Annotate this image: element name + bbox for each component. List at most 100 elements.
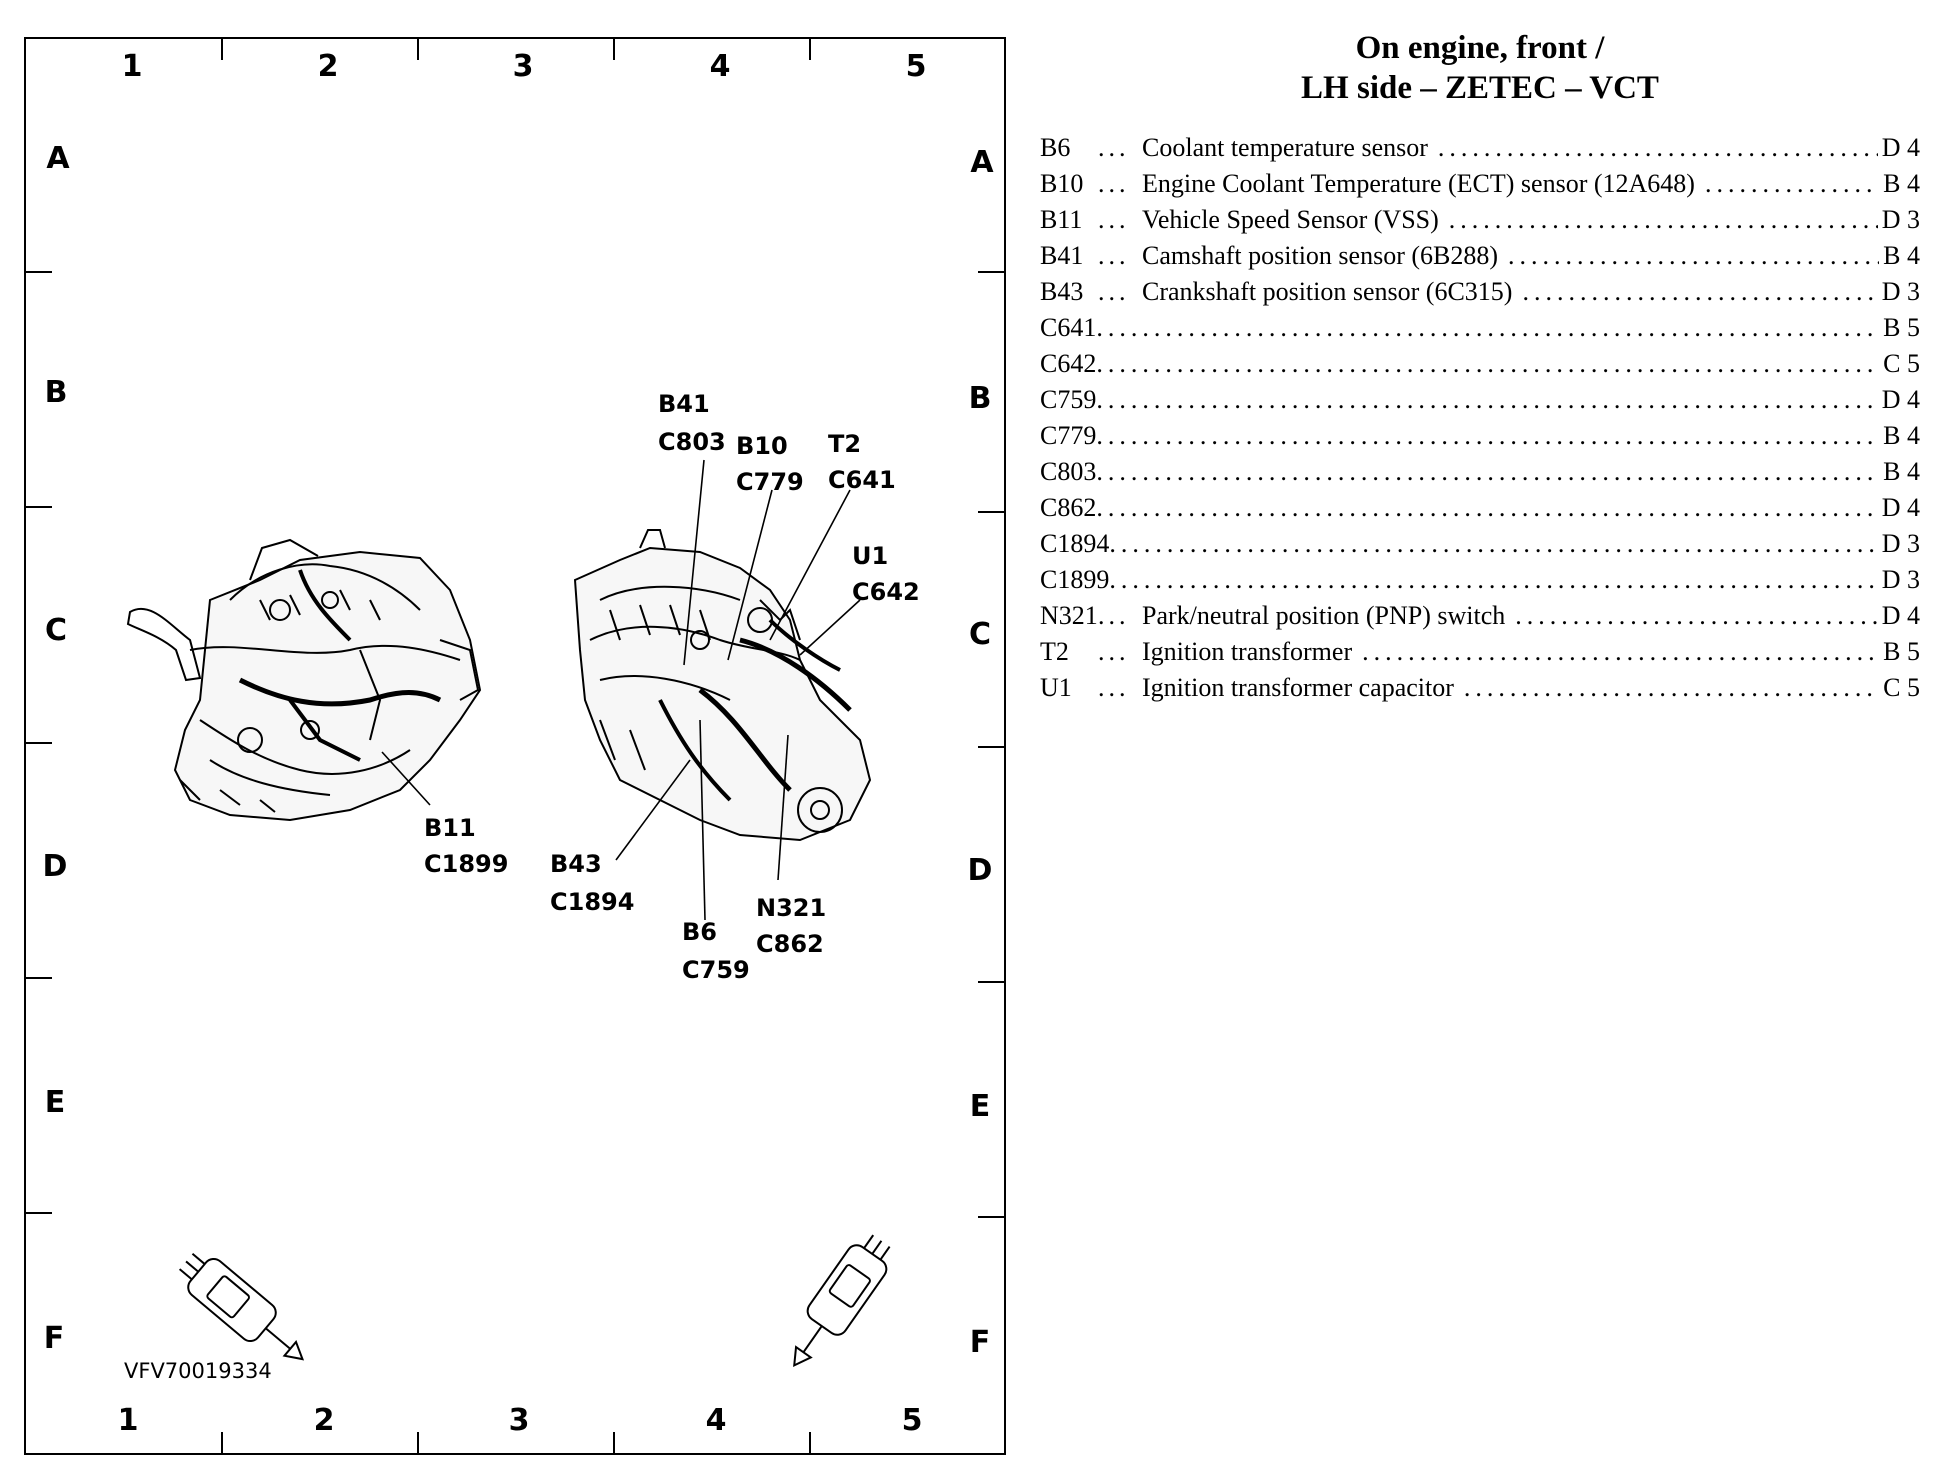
legend-row-c642: C642....................................… bbox=[1040, 346, 1920, 382]
legend-code: B10 bbox=[1040, 169, 1084, 198]
legend-row-c779: C779....................................… bbox=[1040, 418, 1920, 454]
legend-leader-dots: ........................................… bbox=[1437, 133, 1878, 162]
legend-grid-location: B 5 bbox=[1883, 313, 1920, 342]
callout-text: C759 bbox=[682, 956, 750, 984]
legend-code: B41 bbox=[1040, 241, 1084, 270]
legend-grid-location: D 4 bbox=[1881, 601, 1920, 630]
row-label-left-a: A bbox=[46, 141, 70, 176]
legend-leader-dots: ........................................… bbox=[1463, 673, 1879, 702]
col-label-top-1: 1 bbox=[122, 49, 143, 84]
row-label-right-b: B bbox=[969, 381, 992, 416]
legend-code: C862 bbox=[1040, 493, 1097, 522]
callout-text: B43 bbox=[550, 850, 602, 878]
legend-grid-location: D 3 bbox=[1881, 277, 1920, 306]
legend-leader-dots: ... bbox=[1098, 277, 1130, 306]
legend-code: C759 bbox=[1040, 385, 1097, 414]
callout-text: T2 bbox=[828, 430, 861, 458]
legend-description: Park/neutral position (PNP) switch bbox=[1142, 601, 1506, 630]
callout-text: C641 bbox=[828, 466, 896, 494]
legend-row-b6: B6...Coolant temperature sensor.........… bbox=[1040, 130, 1920, 166]
legend-leader-dots: ........................................… bbox=[1109, 565, 1878, 594]
legend-code: U1 bbox=[1040, 673, 1072, 702]
row-label-left-c: C bbox=[45, 613, 67, 648]
leader-b43 bbox=[615, 759, 691, 861]
legend-row-n321: N321... Park/neutral position (PNP) switc… bbox=[1040, 598, 1920, 634]
callout-text: B6 bbox=[682, 918, 717, 946]
legend-grid-location: B 4 bbox=[1883, 457, 1920, 486]
legend-leader-dots: ........................................… bbox=[1508, 241, 1880, 270]
legend-grid-location: D 4 bbox=[1881, 493, 1920, 522]
legend-grid-location: C 5 bbox=[1883, 673, 1920, 702]
legend-row-c641: C641....................................… bbox=[1040, 310, 1920, 346]
legend-code: B11 bbox=[1040, 205, 1083, 234]
legend-grid-location: B 4 bbox=[1883, 241, 1920, 270]
legend-code: T2 bbox=[1040, 637, 1069, 666]
legend-row-c1894: C1894...................................… bbox=[1040, 526, 1920, 562]
leader-u1 bbox=[799, 599, 861, 656]
callout-text: C779 bbox=[736, 468, 804, 496]
legend-grid-location: C 5 bbox=[1883, 349, 1920, 378]
leader-t2 bbox=[769, 489, 851, 641]
leader-b11 bbox=[381, 751, 431, 806]
callout-leaders bbox=[381, 459, 861, 921]
legend-leader-dots: ........................................… bbox=[1096, 421, 1880, 450]
callout-n321-c862: N321 C862 bbox=[756, 894, 826, 958]
legend-grid-location: D 3 bbox=[1881, 529, 1920, 558]
row-label-right-c: C bbox=[969, 617, 991, 652]
column-ticks bbox=[221, 38, 811, 1454]
legend-code: C1894 bbox=[1040, 529, 1110, 558]
legend-leader-dots: ... bbox=[1098, 169, 1130, 198]
col-label-bottom-2: 2 bbox=[314, 1403, 335, 1438]
legend-grid-location: B 5 bbox=[1883, 637, 1920, 666]
legend-leader-dots: ... bbox=[1098, 241, 1130, 270]
row-label-left-f: F bbox=[44, 1321, 65, 1356]
callout-text: C862 bbox=[756, 930, 824, 958]
col-label-top-4: 4 bbox=[710, 49, 731, 84]
legend-description: Ignition transformer capacitor bbox=[1142, 673, 1454, 702]
col-label-bottom-5: 5 bbox=[902, 1403, 923, 1438]
legend-leader-dots: ........................................… bbox=[1096, 313, 1880, 342]
legend-row-b10: B10...Engine Coolant Temperature (ECT) s… bbox=[1040, 166, 1920, 202]
callout-t2-c641: T2 C641 bbox=[828, 430, 896, 494]
legend-leader-dots: ... bbox=[1098, 637, 1130, 666]
col-label-top-3: 3 bbox=[513, 49, 534, 84]
legend-list: B6...Coolant temperature sensor.........… bbox=[1040, 130, 1920, 706]
col-label-bottom-4: 4 bbox=[706, 1403, 727, 1438]
legend-grid-location: B 4 bbox=[1883, 169, 1920, 198]
leader-b10 bbox=[727, 489, 773, 661]
leader-n321 bbox=[777, 734, 789, 881]
legend-row-u1: U1... Ignition transformer capacitor.....… bbox=[1040, 670, 1920, 706]
component-legend: On engine, front / LH side – ZETEC – VCT… bbox=[1040, 28, 1920, 706]
legend-code: N321 bbox=[1040, 601, 1098, 630]
legend-code: C642 bbox=[1040, 349, 1097, 378]
row-label-right-a: A bbox=[970, 145, 994, 180]
legend-leader-dots: ........................................… bbox=[1109, 529, 1878, 558]
callout-b10-c779: B10 C779 bbox=[736, 432, 804, 496]
engine-side-view-illustration bbox=[126, 538, 482, 822]
legend-leader-dots: ... bbox=[1098, 205, 1130, 234]
legend-leader-dots: ........................................… bbox=[1362, 637, 1880, 666]
legend-leader-dots: ........................................… bbox=[1096, 385, 1878, 414]
legend-leader-dots: ........................................… bbox=[1515, 601, 1878, 630]
engine-locator-diagram: 1 2 3 4 5 1 2 3 4 5 A B C D E F A B C D … bbox=[24, 37, 1006, 1455]
callout-text: C803 bbox=[658, 428, 726, 456]
legend-row-c759: C759....................................… bbox=[1040, 382, 1920, 418]
legend-row-b41: B41...Camshaft position sensor (6B288)..… bbox=[1040, 238, 1920, 274]
legend-title: On engine, front / LH side – ZETEC – VCT bbox=[1040, 28, 1920, 108]
col-label-top-5: 5 bbox=[906, 49, 927, 84]
legend-title-line-1: On engine, front / bbox=[1355, 30, 1605, 66]
legend-code: C1899 bbox=[1040, 565, 1110, 594]
legend-row-b11: B11...Vehicle Speed Sensor (VSS)........… bbox=[1040, 202, 1920, 238]
col-label-bottom-1: 1 bbox=[118, 1403, 139, 1438]
legend-leader-dots: ... bbox=[1098, 673, 1130, 702]
legend-leader-dots: ... bbox=[1098, 601, 1130, 630]
legend-leader-dots: ........................................… bbox=[1522, 277, 1877, 306]
leader-b6 bbox=[699, 719, 706, 921]
legend-row-c1899: C1899...................................… bbox=[1040, 562, 1920, 598]
legend-description: Coolant temperature sensor bbox=[1142, 133, 1428, 162]
legend-row-c803: C803....................................… bbox=[1040, 454, 1920, 490]
legend-code: C641 bbox=[1040, 313, 1097, 342]
callout-text: B11 bbox=[424, 814, 476, 842]
callout-text: U1 bbox=[852, 542, 888, 570]
legend-description: Ignition transformer bbox=[1142, 637, 1353, 666]
